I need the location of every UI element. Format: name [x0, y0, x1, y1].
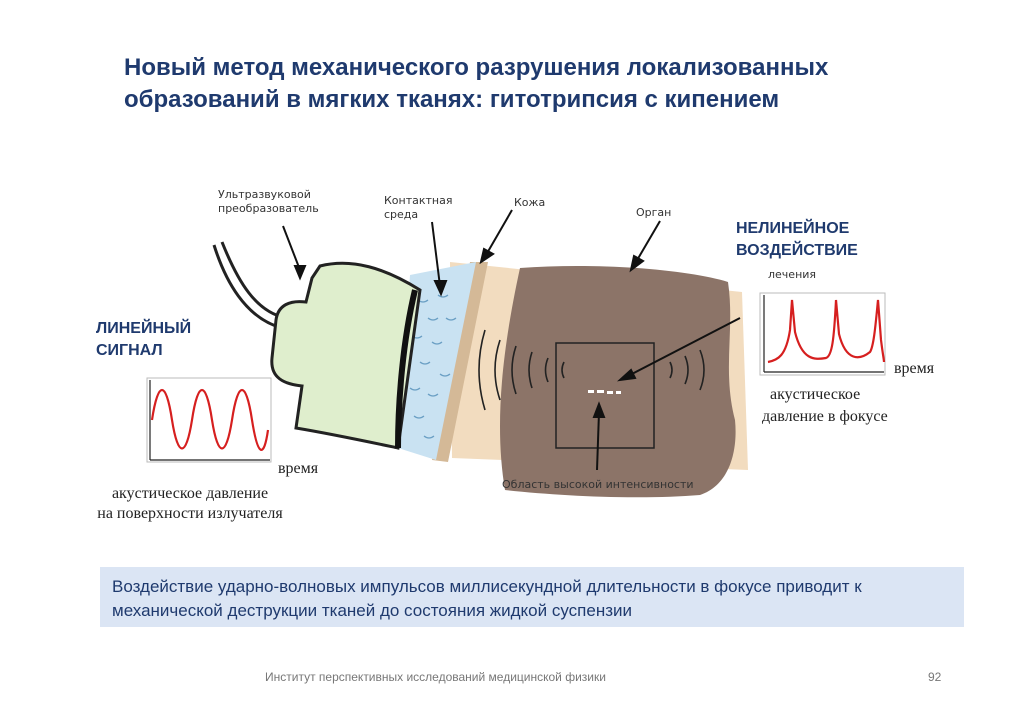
label-skin: Кожа — [514, 196, 546, 209]
skin-layer — [432, 262, 488, 462]
time-axis-label-right: время — [894, 360, 935, 377]
organ-shape — [500, 265, 736, 498]
transducer-cable — [212, 244, 283, 330]
info-box: Воздействие ударно-волновых импульсов ми… — [100, 567, 964, 627]
page-title: Новый метод механического разрушения лок… — [124, 54, 829, 113]
time-axis-label-left: время — [278, 460, 319, 477]
shock-wave-signal — [767, 299, 886, 364]
transducer-body — [270, 261, 422, 450]
focal-region-box — [555, 342, 655, 449]
footer-institute: Институт перспективных исследований меди… — [265, 670, 606, 684]
label-high-intensity: Область высокой интенсивности — [502, 478, 694, 491]
page-number: 92 — [928, 670, 942, 684]
nonlinear-signal-plot — [759, 292, 886, 376]
linear-signal-plot — [146, 377, 272, 463]
linear-sine-wave — [150, 388, 270, 451]
transducer-face — [395, 289, 418, 449]
histotripsy-diagram — [146, 209, 886, 498]
treatment-fragment: лечения — [768, 268, 817, 281]
label-organ: Орган — [636, 206, 672, 219]
